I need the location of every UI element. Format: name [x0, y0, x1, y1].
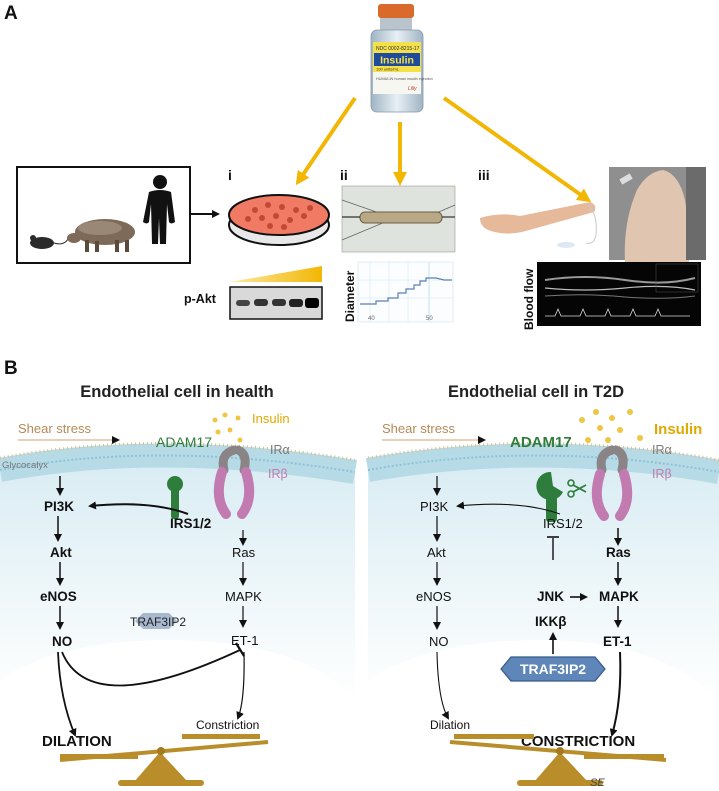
- health-irs: IRS1/2: [170, 516, 211, 531]
- pig-icon: [67, 219, 135, 252]
- artery-icon: [341, 185, 456, 253]
- t2d-irs: IRS1/2: [543, 516, 583, 531]
- vial-fine-text: 100 units/mL: [376, 67, 400, 72]
- vial-sub-text: HUMULIN human insulin injection: [376, 77, 433, 81]
- health-inhibit-bar: [235, 642, 245, 657]
- t2d-insulin-label: Insulin: [654, 421, 702, 438]
- western-blot: [229, 286, 323, 320]
- diameter-label: Diameter: [343, 270, 357, 322]
- graph-tick-40: 40: [368, 316, 375, 322]
- health-traf-label: TRAF3IP2: [130, 615, 186, 629]
- t2d-shear-label: Shear stress: [382, 421, 455, 436]
- health-title: Endothelial cell in health: [80, 383, 273, 401]
- t2d-insulin-receptor-icon: [591, 445, 633, 521]
- t2d-irs-to-pi3k: [456, 501, 561, 515]
- artist-signature: SE: [590, 777, 605, 789]
- health-balance-scale-icon: [59, 734, 269, 786]
- dose-triangle: [230, 266, 322, 282]
- health-irs-to-pi3k: [88, 501, 189, 515]
- graph-tick-50: 50: [426, 316, 433, 322]
- vial-code: NDC 0002-8215-17: [376, 46, 420, 52]
- arrow-to-cells: [295, 96, 357, 186]
- health-akt: Akt: [50, 545, 72, 560]
- health-et1-to-constriction: [236, 651, 245, 720]
- t2d-adam17-icon: [536, 471, 563, 522]
- health-insulin-dots: [212, 412, 243, 443]
- health-constriction-label: Constriction: [196, 718, 259, 732]
- t2d-et1-to-constriction: [609, 651, 622, 737]
- t2d-ira-label: IRα: [652, 443, 672, 457]
- human-silhouette-icon: [143, 175, 175, 244]
- health-ras: Ras: [232, 545, 256, 560]
- t2d-akt: Akt: [427, 545, 446, 560]
- t2d-ikkb: IKKβ: [535, 614, 567, 629]
- health-cell: [0, 441, 357, 700]
- health-glycocalyx-label: Glycocalyx: [2, 460, 48, 471]
- diameter-graph: 40 50: [357, 261, 454, 323]
- health-insulin-receptor-icon: [213, 445, 255, 519]
- health-insulin-label: Insulin: [252, 411, 290, 426]
- t2d-cell: [365, 441, 719, 700]
- t2d-irb-label: IRβ: [652, 467, 672, 481]
- health-adam17-label: ADAM17: [156, 434, 212, 450]
- health-shear-label: Shear stress: [18, 421, 91, 436]
- health-no-to-dilation: [57, 651, 77, 737]
- t2d-no-to-dilation: [436, 651, 449, 720]
- section-i-label: i: [228, 167, 232, 183]
- western-label: p-Akt: [184, 292, 217, 306]
- arm-icon: [480, 202, 597, 248]
- mouse-icon: [30, 235, 69, 249]
- t2d-pi3k: PI3K: [420, 499, 449, 514]
- t2d-adam17-label: ADAM17: [510, 434, 572, 451]
- arm-photo: [609, 167, 706, 262]
- health-no-inhibits-et1: [61, 649, 241, 687]
- ultrasound-icon: [537, 262, 701, 326]
- health-mapk: MAPK: [225, 589, 262, 604]
- health-pi3k: PI3K: [44, 499, 74, 514]
- health-no: NO: [52, 634, 72, 649]
- scissors-icon: [567, 479, 587, 498]
- health-enos: eNOS: [40, 589, 77, 604]
- t2d-jnk: JNK: [537, 589, 564, 604]
- health-ira-label: IRα: [270, 443, 290, 457]
- vial-brand: Insulin: [380, 55, 414, 67]
- t2d-balance-scale-icon: [449, 734, 667, 786]
- health-dilation-label: DILATION: [42, 733, 112, 750]
- t2d-title: Endothelial cell in T2D: [448, 383, 624, 401]
- health-traf-icon: [135, 613, 177, 629]
- t2d-dilation-label: Dilation: [430, 718, 470, 732]
- health-irb-label: IRβ: [268, 467, 288, 481]
- insulin-vial-icon: NDC 0002-8215-17 Insulin 100 units/mL HU…: [370, 4, 433, 113]
- t2d-constriction-label: CONSTRICTION: [521, 733, 635, 750]
- t2d-traf-label: TRAF3IP2: [520, 661, 586, 677]
- t2d-mapk: MAPK: [599, 589, 639, 604]
- panel-b-label: B: [4, 358, 18, 379]
- blood-flow-label: Blood flow: [522, 268, 536, 330]
- section-iii-label: iii: [478, 167, 490, 183]
- t2d-insulin-dots: [579, 409, 643, 443]
- t2d-enos: eNOS: [416, 589, 452, 604]
- t2d-ras: Ras: [606, 545, 631, 560]
- t2d-no: NO: [429, 634, 449, 649]
- arrow-to-human: [442, 96, 592, 203]
- panel-a-label: A: [4, 3, 18, 24]
- t2d-traf-icon: [500, 656, 606, 682]
- health-et1: ET-1: [231, 633, 258, 648]
- section-ii-label: ii: [340, 167, 348, 183]
- t2d-et1: ET-1: [603, 634, 632, 649]
- petri-dish-icon: [228, 194, 330, 246]
- vial-maker: Lilly: [408, 86, 417, 92]
